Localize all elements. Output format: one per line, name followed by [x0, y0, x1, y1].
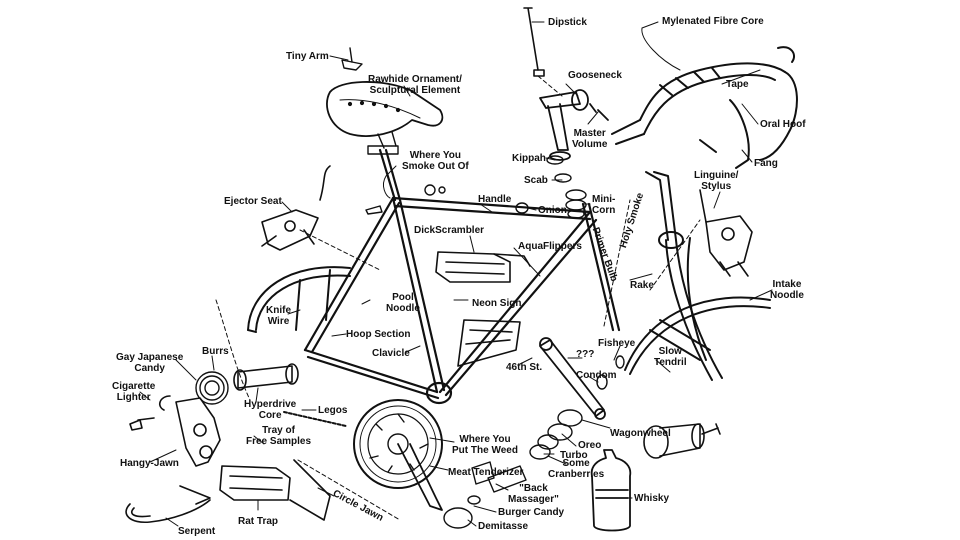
label-meat-tenderizer: Meat Tenderizer: [448, 467, 524, 478]
label-hyperdrive-core: Hyperdrive Core: [244, 399, 297, 421]
label-gooseneck: Gooseneck: [568, 70, 622, 81]
label-cigarette-lighter: Cigarette Lighter: [112, 381, 156, 403]
label-rat-trap: Rat Trap: [238, 516, 279, 527]
pedal-bottom: [219, 459, 331, 521]
handlebar: [611, 46, 798, 169]
label-pool-noodle: Pool Noodle: [386, 292, 420, 314]
label-legos: Legos: [318, 405, 348, 416]
label-burrs: Burrs: [202, 346, 229, 357]
pedal-top: [435, 251, 531, 283]
label-tape: Tape: [726, 79, 749, 90]
label-whisky: Whisky: [634, 493, 670, 504]
label-where-you-put-the-weed: Where You Put The Weed: [452, 434, 518, 456]
label-dipstick: Dipstick: [548, 17, 587, 28]
rear-derailleur: [129, 395, 221, 467]
label-fisheye: Fisheye: [598, 338, 636, 349]
front-hub: [643, 423, 721, 459]
label-46th-st: 46th St.: [506, 362, 543, 373]
dashed-guides: [215, 75, 701, 521]
label-slow-tendril: Slow Tendril: [654, 346, 687, 368]
label-oreo: Oreo: [578, 440, 602, 451]
leader-lines: [139, 21, 773, 527]
label-turbo: Turbo: [560, 450, 588, 461]
label-kippah: Kippah: [512, 153, 546, 164]
gooseneck-stem: [539, 89, 609, 161]
dipstick-bolt: [523, 7, 545, 77]
cassette: [195, 371, 229, 405]
tiny-arm-bolt: [341, 47, 363, 71]
front-fender: [624, 296, 771, 375]
bottle-cage: [457, 319, 521, 367]
label-knife-wire: Knife Wire: [266, 305, 291, 327]
label-clavicle: Clavicle: [372, 348, 410, 359]
crank-arm-right: [539, 337, 606, 420]
label-aquaflippers: AquaFlippers: [518, 241, 582, 252]
label-question-marks: ???: [576, 349, 595, 360]
label-demitasse: Demitasse: [478, 521, 529, 532]
label-linguine-stylus: Linguine/ Stylus: [694, 170, 739, 192]
chainring: [353, 399, 443, 511]
label-mini-corn: Mini- Corn: [592, 194, 616, 216]
label-rake: Rake: [630, 280, 654, 291]
label-handle: Handle: [478, 194, 512, 205]
label-gay-japanese-candy: Gay Japanese Candy: [116, 352, 184, 374]
bottom-bracket-parts: [443, 355, 625, 529]
label-burger-candy: Burger Candy: [498, 507, 565, 518]
chain: [283, 411, 347, 427]
water-bottle: [590, 449, 632, 532]
label-onion: Onion: [538, 205, 567, 216]
label-neon-sign: Neon Sign: [472, 298, 522, 309]
label-oral-hoof: Oral Hoof: [760, 119, 806, 130]
toe-strap: [125, 485, 211, 524]
label-master-volume: Master Volume: [572, 128, 608, 150]
label-intake-noodle: Intake Noodle: [770, 279, 804, 301]
rear-fender: [247, 266, 351, 333]
label-serpent: Serpent: [178, 526, 216, 537]
label-mylenated-fibre-core: Mylenated Fibre Core: [662, 16, 764, 27]
label-dickscrambler: DickScrambler: [414, 225, 485, 236]
label-where-you-smoke-out-of: Where You Smoke Out Of: [402, 150, 469, 172]
front-brake: [699, 189, 753, 277]
label-some-cranberries: Some Cranberries: [548, 458, 605, 480]
label-hoop-section: Hoop Section: [346, 329, 411, 340]
saddle: [326, 81, 444, 155]
label-fang: Fang: [754, 158, 778, 169]
label-scab: Scab: [524, 175, 548, 186]
label-wagonwheel: Wagonwheel: [610, 428, 671, 439]
label-tray-of-free-samples: Tray of Free Samples: [246, 425, 312, 447]
rear-brake: [261, 165, 331, 251]
label-ejector-seat: Ejector Seat: [224, 196, 282, 207]
label-back-massager: "Back Massager": [508, 483, 559, 505]
label-hangy-jawn: Hangy-Jawn: [120, 458, 179, 469]
label-condom: Condom: [576, 370, 617, 381]
label-tiny-arm: Tiny Arm: [286, 51, 329, 62]
label-rawhide-ornament: Rawhide Ornament/ Sculptural Element: [368, 74, 462, 96]
rear-hub: [233, 363, 299, 391]
